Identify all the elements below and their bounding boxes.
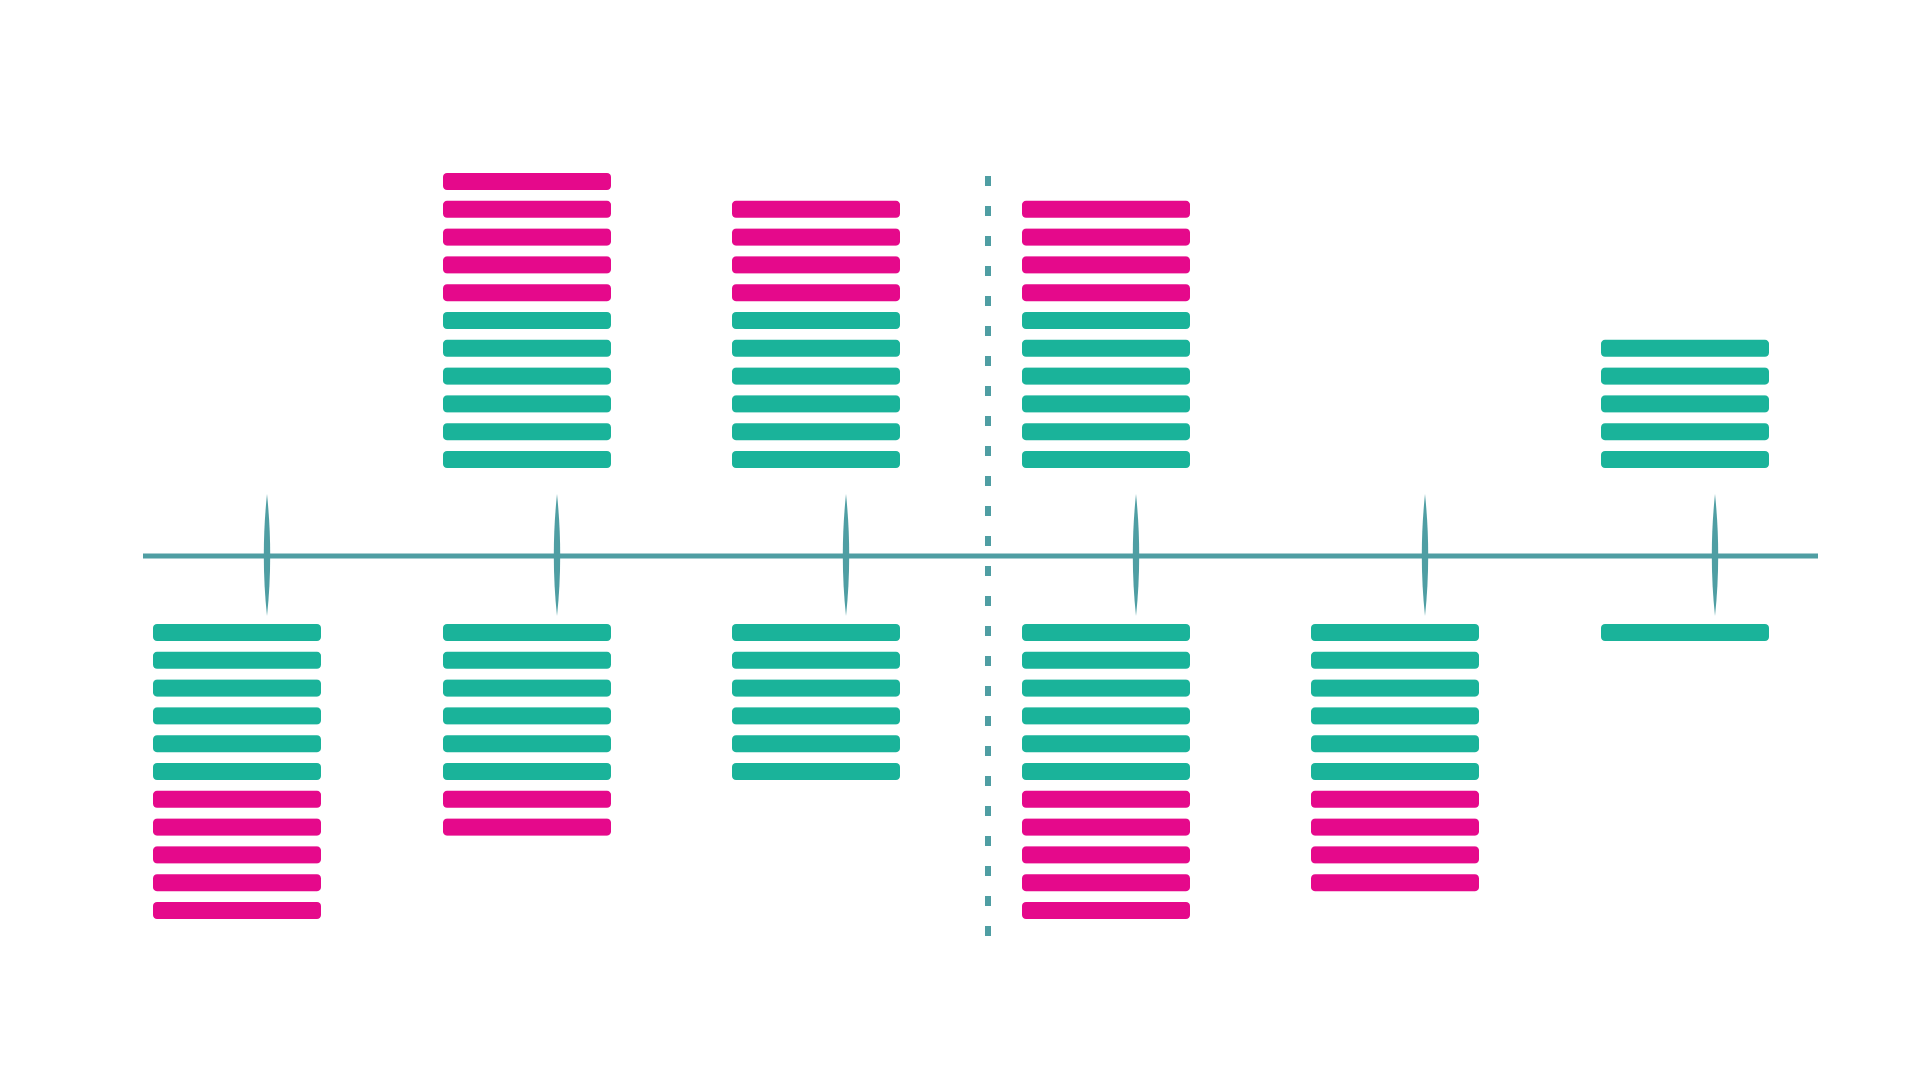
tick-mark-5 (1421, 494, 1429, 616)
bar-below-3-6-teal (732, 763, 900, 780)
bar-above-3-5-teal (732, 312, 900, 329)
bar-above-2-10-teal (443, 423, 611, 441)
bar-below-5-7-magenta (1311, 790, 1479, 808)
bar-below-1-9-magenta (153, 846, 321, 864)
bar-above-4-3-magenta (1022, 256, 1190, 274)
bar-above-2-3-magenta (443, 228, 611, 246)
bar-above-4-9-teal (1022, 423, 1190, 441)
bar-above-6-2-teal (1601, 367, 1769, 385)
bar-above-3-6-teal (732, 339, 900, 357)
bar-below-3-1-teal (732, 624, 900, 641)
bar-above-4-10-teal (1022, 451, 1190, 468)
bar-below-2-7-magenta (443, 790, 611, 808)
bar-below-5-5-teal (1311, 735, 1479, 753)
bar-above-2-4-magenta (443, 256, 611, 274)
tick-mark-2 (553, 494, 561, 616)
bar-below-2-5-teal (443, 735, 611, 753)
bar-below-3-2-teal (732, 651, 900, 669)
tick-mark-1 (263, 494, 271, 616)
bar-above-6-5-teal (1601, 451, 1769, 468)
bar-above-3-4-magenta (732, 284, 900, 302)
bar-below-4-1-teal (1022, 624, 1190, 641)
bar-below-4-2-teal (1022, 651, 1190, 669)
bar-below-1-3-teal (153, 679, 321, 697)
bar-below-4-11-magenta (1022, 902, 1190, 919)
tick-mark-4 (1132, 494, 1140, 616)
bar-above-2-2-magenta (443, 200, 611, 218)
bar-above-6-4-teal (1601, 423, 1769, 441)
bar-below-5-3-teal (1311, 679, 1479, 697)
bar-above-3-1-magenta (732, 200, 900, 218)
bar-above-4-2-magenta (1022, 228, 1190, 246)
bar-above-3-3-magenta (732, 256, 900, 274)
bar-below-5-2-teal (1311, 651, 1479, 669)
bar-above-2-7-teal (443, 339, 611, 357)
bar-below-1-2-teal (153, 651, 321, 669)
bar-above-4-8-teal (1022, 395, 1190, 413)
bar-below-1-6-teal (153, 763, 321, 780)
bar-above-3-7-teal (732, 367, 900, 385)
bar-below-3-5-teal (732, 735, 900, 753)
bar-above-2-9-teal (443, 395, 611, 413)
bar-below-1-4-teal (153, 707, 321, 725)
bar-above-3-10-teal (732, 451, 900, 468)
bar-below-2-3-teal (443, 679, 611, 697)
bar-below-5-6-teal (1311, 763, 1479, 780)
bar-below-6-1-teal (1601, 624, 1769, 641)
bar-below-5-1-teal (1311, 624, 1479, 641)
bar-below-4-3-teal (1022, 679, 1190, 697)
bar-below-5-9-magenta (1311, 846, 1479, 864)
bar-below-4-5-teal (1022, 735, 1190, 753)
bar-below-4-8-magenta (1022, 818, 1190, 836)
bar-above-4-4-magenta (1022, 284, 1190, 302)
bar-below-1-5-teal (153, 735, 321, 753)
bar-below-2-8-magenta (443, 818, 611, 836)
ticks-layer (263, 494, 1719, 616)
bar-below-1-7-magenta (153, 790, 321, 808)
bar-below-4-6-teal (1022, 763, 1190, 780)
bar-below-4-4-teal (1022, 707, 1190, 725)
bar-above-3-9-teal (732, 423, 900, 441)
bar-above-2-11-teal (443, 451, 611, 468)
bar-above-4-6-teal (1022, 339, 1190, 357)
bar-above-2-6-teal (443, 312, 611, 329)
bar-above-3-8-teal (732, 395, 900, 413)
bar-below-2-6-teal (443, 763, 611, 780)
bar-above-2-1-magenta (443, 173, 611, 190)
bar-below-4-7-magenta (1022, 790, 1190, 808)
bar-below-3-3-teal (732, 679, 900, 697)
bar-below-4-9-magenta (1022, 846, 1190, 864)
bar-below-5-10-magenta (1311, 874, 1479, 892)
bar-below-4-10-magenta (1022, 874, 1190, 892)
bar-below-2-4-teal (443, 707, 611, 725)
bar-above-4-5-teal (1022, 312, 1190, 329)
bar-above-6-3-teal (1601, 395, 1769, 413)
bar-below-5-8-magenta (1311, 818, 1479, 836)
tick-mark-6 (1711, 494, 1719, 616)
bar-below-1-1-teal (153, 624, 321, 641)
bar-below-5-4-teal (1311, 707, 1479, 725)
bar-below-1-8-magenta (153, 818, 321, 836)
bar-above-2-8-teal (443, 367, 611, 385)
bar-below-2-1-teal (443, 624, 611, 641)
bar-above-4-1-magenta (1022, 200, 1190, 218)
bar-below-2-2-teal (443, 651, 611, 669)
stacks-layer (153, 173, 1769, 919)
bar-above-2-5-magenta (443, 284, 611, 302)
tick-mark-3 (842, 494, 850, 616)
bar-below-3-4-teal (732, 707, 900, 725)
bar-below-1-10-magenta (153, 874, 321, 892)
bar-below-1-11-magenta (153, 902, 321, 919)
bar-above-3-2-magenta (732, 228, 900, 246)
bar-above-4-7-teal (1022, 367, 1190, 385)
bar-above-6-1-teal (1601, 339, 1769, 357)
